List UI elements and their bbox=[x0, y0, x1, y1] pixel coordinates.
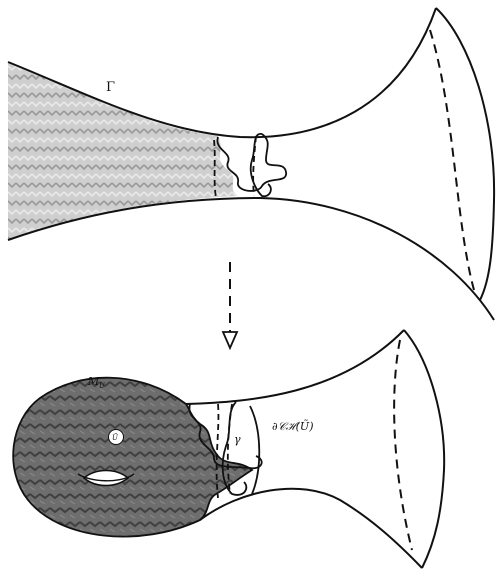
lower-surface: M U Ũ γ ∂𝒞ℋ(Ũ) bbox=[13, 330, 444, 568]
upper-flare-edge bbox=[436, 8, 494, 300]
gamma-lower-label: γ bbox=[234, 433, 241, 446]
boundary-label: ∂𝒞ℋ(Ũ) bbox=[272, 419, 313, 433]
arrow-head bbox=[223, 332, 237, 348]
upper-surface: Γ bbox=[8, 8, 494, 320]
upper-flare-dashed bbox=[430, 30, 474, 290]
lower-flare-edge bbox=[404, 330, 444, 568]
lower-bottom-curve bbox=[200, 489, 422, 568]
upper-shaded-region bbox=[8, 62, 238, 240]
gamma-curve bbox=[250, 406, 259, 494]
lower-flare-dashed bbox=[394, 340, 412, 550]
lower-top-curve bbox=[186, 330, 404, 404]
down-arrow bbox=[223, 262, 237, 348]
gamma-upper-label: Γ bbox=[106, 80, 115, 95]
